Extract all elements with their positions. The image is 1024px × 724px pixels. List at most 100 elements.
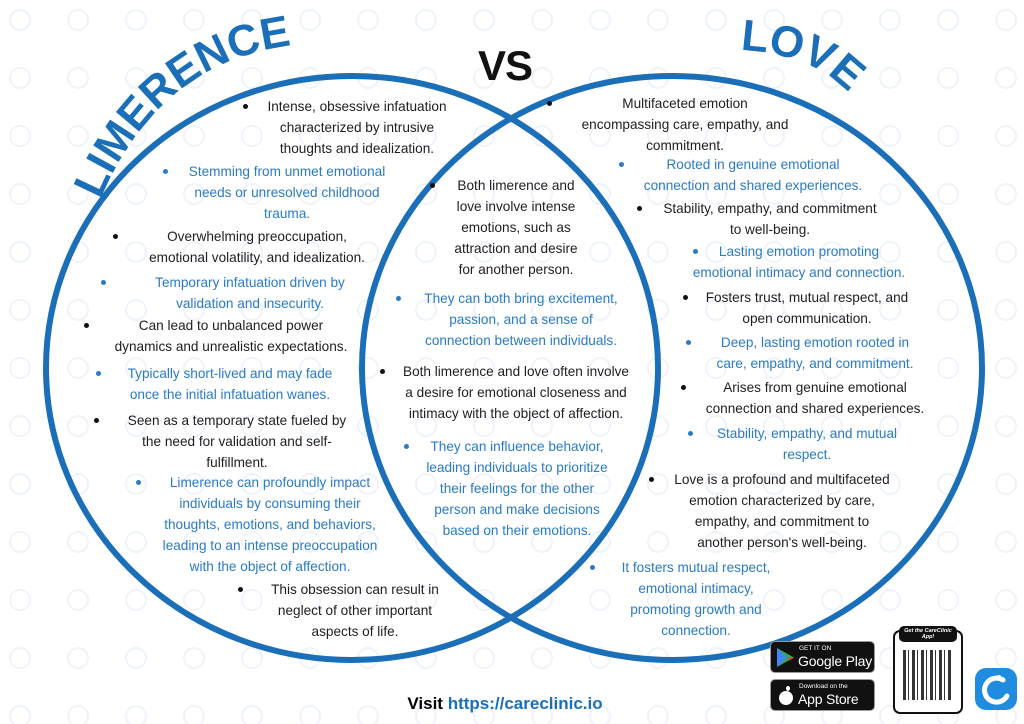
bullet-icon: [430, 183, 435, 188]
item-text-line: emotion characterized by care,: [689, 493, 875, 508]
item-text-line: Rooted in genuine emotional: [666, 157, 840, 172]
item-text-line: Lasting emotion promoting: [718, 244, 880, 259]
item-text-line: trauma.: [263, 206, 311, 221]
item-text-line: emotions, such as: [461, 220, 571, 235]
love-item: Rooted in genuine emotional connection an…: [593, 154, 913, 196]
item-text-line: connection and shared experiences.: [705, 401, 925, 416]
item-text-line: needs or unresolved childhood: [194, 185, 380, 200]
vs-title: VS: [478, 42, 533, 89]
item-text-line: neglect of other important: [277, 603, 433, 618]
limerence-item: Can lead to unbalanced power dynamics and…: [71, 315, 391, 357]
item-text-line: emotional volatility, and idealization.: [149, 250, 365, 265]
item-text-line: with the object of affection.: [189, 559, 351, 574]
item-text-line: Both limerence and love often involve: [403, 364, 629, 379]
item-text-line: intimacy with the object of affection.: [408, 406, 624, 421]
item-text-line: Love is a profound and multifaceted: [674, 472, 890, 487]
love-item: Arises from genuine emotional connection …: [655, 377, 975, 419]
shared-item: They can influence behavior, leading indi…: [357, 436, 677, 541]
bullet-icon: [693, 249, 698, 254]
bullet-icon: [380, 369, 385, 374]
item-text-line: another person's well-being.: [697, 535, 867, 550]
item-text-line: connection between individuals.: [425, 333, 617, 348]
careclinic-logo: [975, 668, 1017, 710]
item-text-line: encompassing care, empathy, and: [581, 117, 789, 132]
item-text-line: leading to an intense preoccupation: [162, 538, 378, 553]
item-text-line: Arises from genuine emotional: [723, 380, 907, 395]
qr-code[interactable]: Get the CareClinic App!: [893, 626, 963, 714]
item-text-line: open communication.: [742, 311, 872, 326]
item-text-line: leading individuals to prioritize: [426, 460, 608, 475]
bullet-icon: [101, 280, 106, 285]
bullet-icon: [619, 162, 624, 167]
item-text-line: love involve intense: [456, 199, 576, 214]
item-text-line: aspects of life.: [311, 624, 399, 639]
item-text-line: thoughts and idealization.: [279, 141, 435, 156]
app-store-small-label: Download on the: [799, 683, 848, 690]
bullet-icon: [637, 206, 642, 211]
item-text-line: empathy, and commitment to: [694, 514, 870, 529]
love-item: Lasting emotion promoting emotional intim…: [639, 241, 959, 283]
love-item: It fosters mutual respect, emotional inti…: [536, 557, 856, 641]
item-text-line: connection and shared experiences.: [643, 178, 863, 193]
item-text-line: Fosters trust, mutual respect, and: [705, 290, 909, 305]
item-text-line: thoughts, emotions, and behaviors,: [164, 517, 376, 532]
item-text-line: Seen as a temporary state fueled by: [127, 413, 347, 428]
item-text-line: emotional intimacy,: [638, 581, 754, 596]
item-text-line: to well-being.: [729, 222, 811, 237]
item-text-line: Intense, obsessive infatuation: [267, 99, 447, 114]
item-text-line: Limerence can profoundly impact: [169, 475, 371, 490]
apple-icon: [779, 686, 793, 705]
item-text-line: for another person.: [458, 262, 574, 277]
item-text-line: Stability, empathy, and mutual: [716, 426, 898, 441]
item-text-line: They can influence behavior,: [430, 439, 604, 454]
bullet-icon: [686, 340, 691, 345]
item-text-line: a desire for emotional closeness and: [405, 385, 627, 400]
item-text-line: They can both bring excitement,: [424, 291, 618, 306]
item-text-line: This obsession can result in: [271, 582, 439, 597]
bullet-icon: [649, 477, 654, 482]
bullet-icon: [113, 234, 118, 239]
app-store-badge[interactable]: Download on the App Store: [770, 679, 875, 711]
website-link[interactable]: https://careclinic.io: [447, 694, 603, 713]
item-text-line: commitment.: [646, 138, 724, 153]
item-text-line: fulfillment.: [206, 455, 268, 470]
item-text-line: Temporary infatuation driven by: [155, 275, 345, 290]
item-text-line: Overwhelming preoccupation,: [167, 229, 347, 244]
item-text-line: connection.: [661, 623, 731, 638]
item-text-line: person and make decisions: [434, 502, 600, 517]
google-play-badge[interactable]: GET IT ON Google Play: [770, 641, 875, 673]
bullet-icon: [96, 371, 101, 376]
item-text-line: dynamics and unrealistic expectations.: [114, 339, 348, 354]
bullet-icon: [547, 101, 552, 106]
limerence-item: Stemming from unmet emotional needs or un…: [127, 161, 447, 224]
item-text-line: Both limerence and: [457, 178, 575, 193]
love-item: Stability, empathy, and commitment to wel…: [610, 198, 930, 240]
footer: Visit https://careclinic.io: [0, 694, 1010, 714]
item-text-line: attraction and desire: [454, 241, 578, 256]
google-play-label: Google Play: [798, 653, 873, 669]
item-text-line: Stability, empathy, and commitment: [663, 201, 877, 216]
bullet-icon: [688, 431, 693, 436]
google-play-small-label: GET IT ON: [799, 645, 832, 652]
visit-label: Visit: [407, 694, 443, 713]
item-text-line: It fosters mutual respect,: [621, 560, 771, 575]
limerence-circle: [43, 73, 661, 663]
item-text-line: based on their emotions.: [442, 523, 592, 538]
item-text-line: promoting growth and: [630, 602, 762, 617]
love-item: Fosters trust, mutual respect, and open c…: [647, 287, 967, 329]
google-play-icon: [777, 648, 794, 667]
item-text-line: emotional intimacy and connection.: [692, 265, 906, 280]
item-text-line: Stemming from unmet emotional: [188, 164, 386, 179]
app-store-label: App Store: [798, 691, 859, 707]
item-text-line: care, empathy, and commitment.: [716, 356, 914, 371]
shared-item: They can both bring excitement,passion, …: [361, 288, 681, 351]
item-text-line: Can lead to unbalanced power: [138, 318, 324, 333]
bullet-icon: [243, 104, 248, 109]
qr-caption: Get the CareClinic App!: [899, 626, 957, 642]
bullet-icon: [396, 296, 401, 301]
item-text-line: the need for validation and self-: [142, 434, 332, 449]
